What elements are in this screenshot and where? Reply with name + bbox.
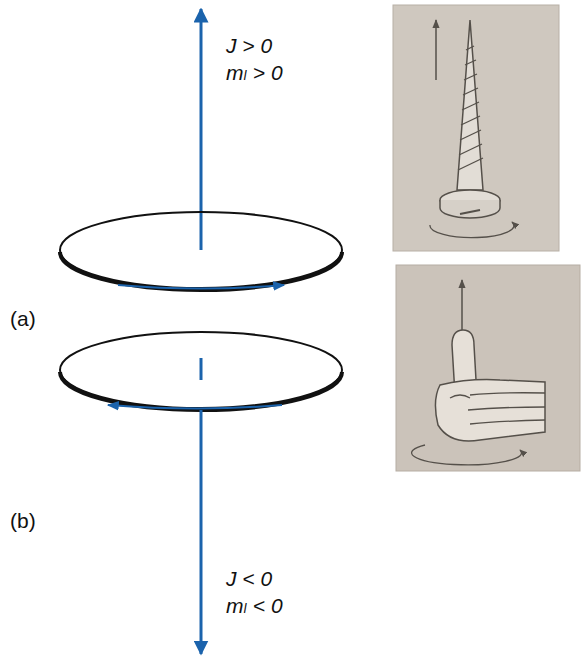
screw-photo xyxy=(393,5,559,251)
angular-momentum-label: J > 0 xyxy=(226,34,272,57)
quantum-number-label: mₗ > 0 xyxy=(226,61,283,84)
panel-label: (b) xyxy=(10,509,36,532)
panel-label: (a) xyxy=(10,307,36,330)
angular-momentum-label: J < 0 xyxy=(226,567,272,590)
disc-a xyxy=(60,9,342,290)
disc-b xyxy=(60,332,342,654)
hand-photo xyxy=(396,265,580,471)
quantum-number-label: mₗ < 0 xyxy=(226,594,283,617)
